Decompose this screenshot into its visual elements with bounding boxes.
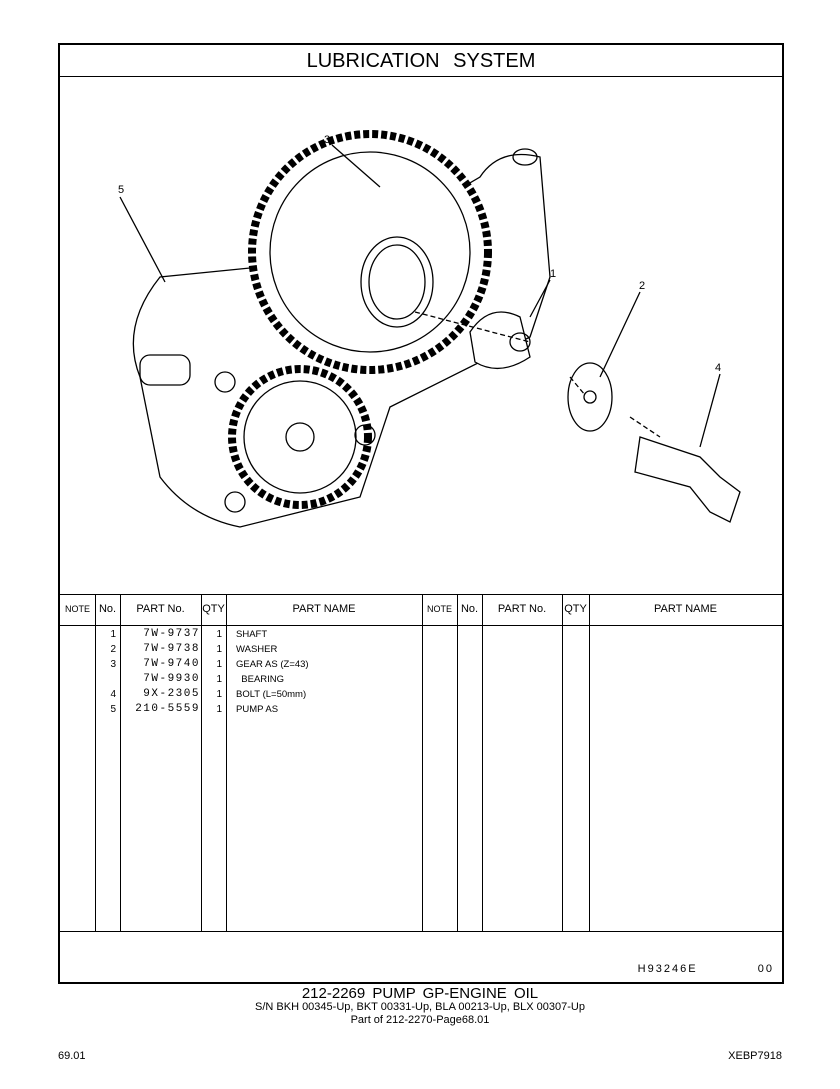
part-row-part-no: 7W-9737 — [143, 628, 200, 640]
part-row-qty: 1 — [216, 644, 222, 655]
header-no: No. — [98, 603, 117, 615]
part-row-no: 3 — [110, 659, 116, 670]
part-row-qty: 1 — [216, 629, 222, 640]
header-part-no: PART No. — [136, 603, 185, 615]
callout-3: 3 — [324, 134, 330, 146]
col-divider — [589, 594, 590, 931]
section-title: LUBRICATION SYSTEM — [60, 45, 782, 77]
col-divider — [457, 594, 458, 931]
callout-1: 1 — [550, 268, 556, 280]
part-row-name: SHAFT — [236, 629, 268, 640]
part-of-ref: Part of 212-2270-Page68.01 — [350, 1014, 490, 1026]
col-divider — [201, 594, 202, 931]
col-divider — [562, 594, 563, 931]
illustration-ref: H93246E 00 — [637, 963, 774, 975]
part-row-part-no: 7W-9740 — [143, 658, 200, 670]
callout-2: 2 — [639, 280, 645, 292]
page-number: 69.01 — [58, 1050, 86, 1062]
part-row-qty: 1 — [216, 659, 222, 670]
part-row-part-no: 9X-2305 — [143, 688, 200, 700]
part-row-no: 5 — [110, 704, 116, 715]
parts-frame: LUBRICATION SYSTEM 3 5 1 2 4 NO — [58, 43, 784, 984]
header-note: NOTE — [64, 604, 90, 614]
part-row-qty: 1 — [216, 704, 222, 715]
exploded-pump-illustration: 3 5 1 2 4 — [118, 130, 741, 528]
callout-4: 4 — [715, 362, 721, 374]
serial-numbers: S/N BKH 00345-Up, BKT 00331-Up, BLA 0021… — [255, 1001, 585, 1013]
part-row-name: BEARING — [236, 674, 285, 685]
part-row-name: WASHER — [236, 644, 278, 655]
col-divider — [482, 594, 483, 931]
part-row-part-no: 7W-9930 — [143, 673, 200, 685]
header-no-2: No. — [460, 603, 479, 615]
part-row-name: GEAR AS (Z=43) — [236, 659, 309, 670]
part-row-part-no: 7W-9738 — [143, 643, 200, 655]
header-part-name-2: PART NAME — [654, 603, 717, 615]
col-divider — [226, 594, 227, 931]
part-row-qty: 1 — [216, 689, 222, 700]
part-row-no: 2 — [110, 644, 116, 655]
doc-code: XEBP7918 — [728, 1050, 782, 1062]
part-row-no: 4 — [110, 689, 116, 700]
header-qty-2: QTY — [564, 603, 587, 615]
part-row-no — [96, 672, 116, 687]
header-part-no-2: PART No. — [497, 603, 547, 615]
part-row-part-no: 210-5559 — [135, 703, 200, 715]
part-row-name: PUMP AS — [236, 704, 279, 715]
part-row-name: BOLT (L=50mm) — [236, 689, 307, 700]
header-note-2: NOTE — [426, 604, 452, 614]
table-footer: H93246E 00 — [60, 931, 782, 983]
callout-5: 5 — [118, 184, 124, 196]
col-divider — [422, 594, 423, 931]
table-header — [60, 594, 782, 626]
col-divider — [120, 594, 121, 931]
part-row-qty: 1 — [216, 674, 222, 685]
group-title: 212-2269 PUMP GP-ENGINE OIL — [301, 985, 539, 1002]
header-qty: QTY — [202, 603, 225, 615]
col-divider — [95, 594, 96, 931]
part-row-no: 1 — [110, 629, 116, 640]
header-part-name: PART NAME — [292, 603, 356, 615]
